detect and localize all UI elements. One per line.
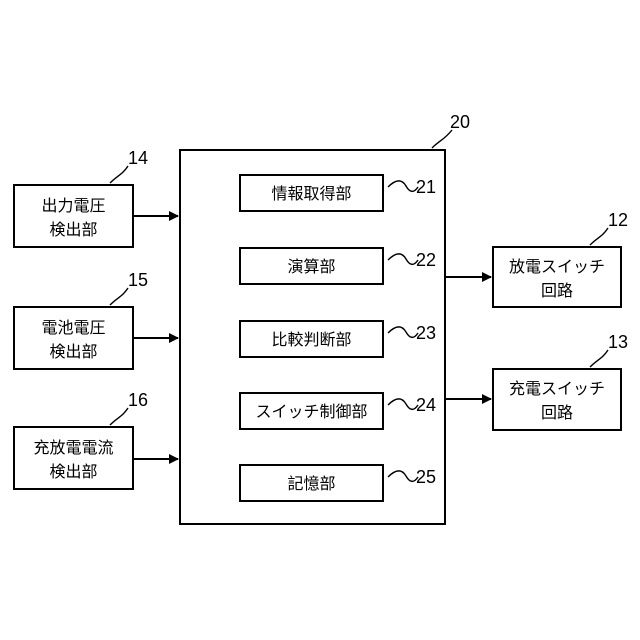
module-ref-23: 23: [416, 323, 436, 343]
module-ref-25: 25: [416, 467, 436, 487]
output-label-charge-switch-line2: 回路: [541, 403, 573, 422]
controller-ref: 20: [450, 112, 470, 132]
input-label-output-voltage-line2: 検出部: [49, 220, 97, 239]
input-label-output-voltage-line1: 出力電圧: [41, 196, 105, 215]
output-label-charge-switch-line1: 充電スイッチ: [509, 379, 605, 398]
input-label-battery-voltage-line1: 電池電圧: [41, 318, 105, 337]
input-ref-leader-16: [110, 408, 128, 425]
module-label-computation: 演算部: [287, 257, 335, 276]
input-label-charge-discharge-current-line1: 充放電電流: [33, 438, 113, 457]
input-ref-leader-14: [110, 166, 128, 183]
module-label-memory: 記憶部: [287, 474, 335, 493]
module-ref-24: 24: [416, 395, 436, 415]
module-label-info-acquisition: 情報取得部: [271, 184, 351, 203]
input-ref-15: 15: [128, 270, 148, 290]
input-label-charge-discharge-current-line2: 検出部: [49, 462, 97, 481]
input-ref-16: 16: [128, 390, 148, 410]
output-ref-12: 12: [608, 210, 628, 230]
output-label-discharge-switch-line1: 放電スイッチ: [509, 257, 605, 276]
controller-ref-leader: [432, 130, 452, 148]
input-ref-leader-15: [110, 288, 128, 305]
output-label-discharge-switch-line2: 回路: [541, 281, 573, 300]
output-ref-leader-13: [590, 350, 608, 367]
module-ref-21: 21: [416, 177, 436, 197]
input-ref-14: 14: [128, 148, 148, 168]
module-label-switch-control: スイッチ制御部: [255, 402, 367, 421]
output-ref-leader-12: [590, 228, 608, 245]
module-label-comparison: 比較判断部: [271, 330, 351, 349]
output-ref-13: 13: [608, 332, 628, 352]
module-ref-22: 22: [416, 250, 436, 270]
input-label-battery-voltage-line2: 検出部: [49, 342, 97, 361]
